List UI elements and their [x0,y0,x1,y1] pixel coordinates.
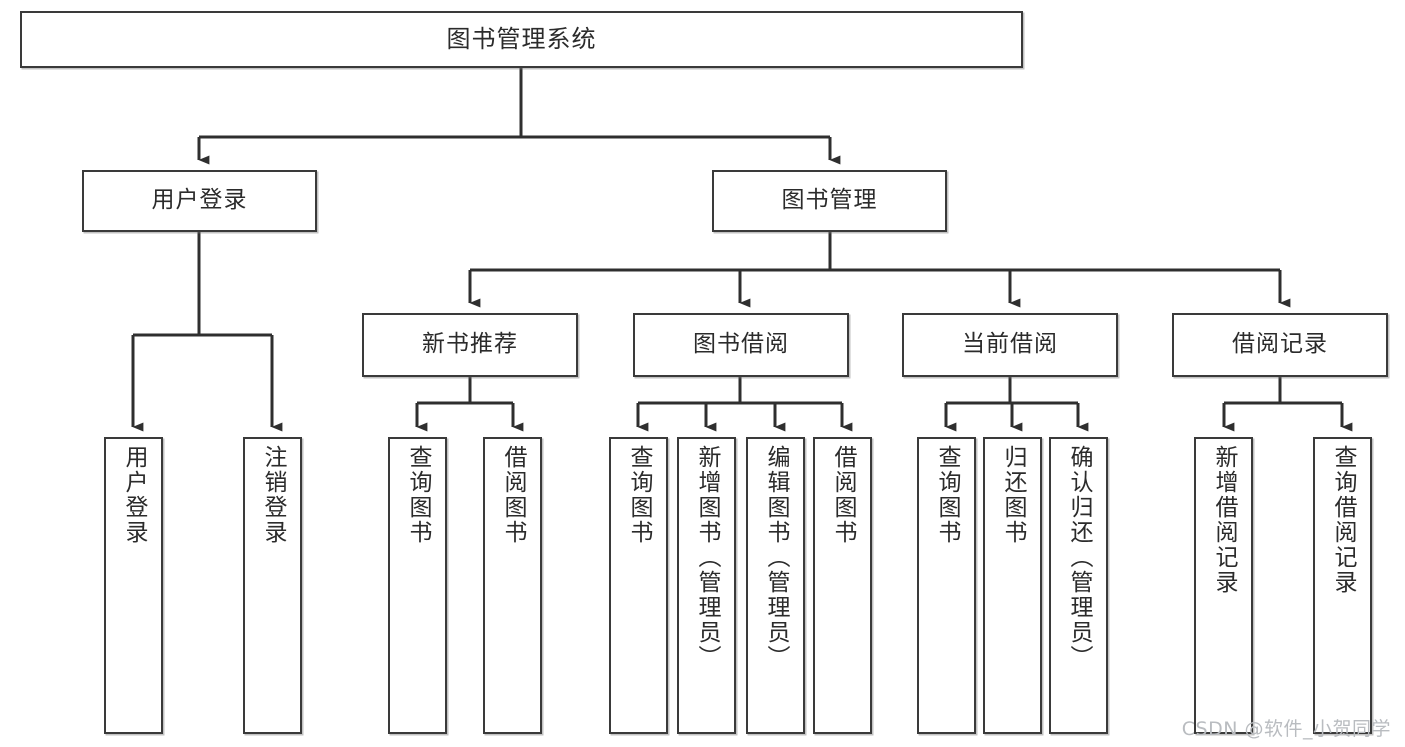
node-leaf-query-book-3-label: 查询图书 [934,445,960,545]
node-leaf-logout-login[interactable]: 注销登录 [243,437,302,734]
node-leaf-query-book-1[interactable]: 查询图书 [388,437,447,734]
node-leaf-borrow-book-1[interactable]: 借阅图书 [483,437,542,734]
node-book-manage-label: 图书管理 [781,187,878,214]
node-book-manage[interactable]: 图书管理 [712,170,947,232]
watermark-text: CSDN @软件_小贺同学 [1181,718,1391,740]
node-leaf-query-record[interactable]: 查询借阅记录 [1313,437,1372,734]
node-book-borrow-label: 图书借阅 [693,331,789,358]
node-borrow-record-label: 借阅记录 [1232,331,1328,358]
node-leaf-edit-book[interactable]: 编辑图书（管理员） [746,437,805,734]
node-root-label: 图书管理系统 [446,25,597,54]
node-leaf-user-login[interactable]: 用户登录 [104,437,163,734]
node-borrow-record[interactable]: 借阅记录 [1172,313,1388,377]
node-leaf-borrow-book-2-label: 借阅图书 [830,445,856,545]
node-leaf-borrow-book-1-label: 借阅图书 [500,445,526,545]
node-leaf-query-record-label: 查询借阅记录 [1330,445,1356,595]
node-book-borrow[interactable]: 图书借阅 [633,313,849,377]
node-leaf-query-book-1-label: 查询图书 [405,445,431,545]
node-leaf-user-login-label: 用户登录 [121,445,147,545]
node-new-book-recommend[interactable]: 新书推荐 [362,313,578,377]
node-user-login[interactable]: 用户登录 [82,170,317,232]
node-leaf-logout-login-label: 注销登录 [260,445,286,545]
node-leaf-borrow-book-2[interactable]: 借阅图书 [813,437,872,734]
node-root[interactable]: 图书管理系统 [20,11,1023,68]
node-leaf-confirm-return-label: 确认归还（管理员） [1066,445,1092,670]
node-leaf-add-book[interactable]: 新增图书（管理员） [677,437,736,734]
node-leaf-return-book[interactable]: 归还图书 [983,437,1042,734]
node-leaf-add-record-label: 新增借阅记录 [1211,445,1237,595]
node-leaf-add-book-label: 新增图书（管理员） [694,445,720,670]
node-current-borrow[interactable]: 当前借阅 [902,313,1118,377]
node-leaf-confirm-return[interactable]: 确认归还（管理员） [1049,437,1108,734]
node-leaf-add-record[interactable]: 新增借阅记录 [1194,437,1253,734]
node-leaf-query-book-2[interactable]: 查询图书 [609,437,668,734]
node-leaf-return-book-label: 归还图书 [1000,445,1026,545]
node-leaf-query-book-2-label: 查询图书 [626,445,652,545]
node-new-book-recommend-label: 新书推荐 [422,331,518,358]
node-current-borrow-label: 当前借阅 [962,331,1058,358]
node-user-login-label: 用户登录 [151,187,248,214]
node-leaf-query-book-3[interactable]: 查询图书 [917,437,976,734]
node-leaf-edit-book-label: 编辑图书（管理员） [763,445,789,670]
